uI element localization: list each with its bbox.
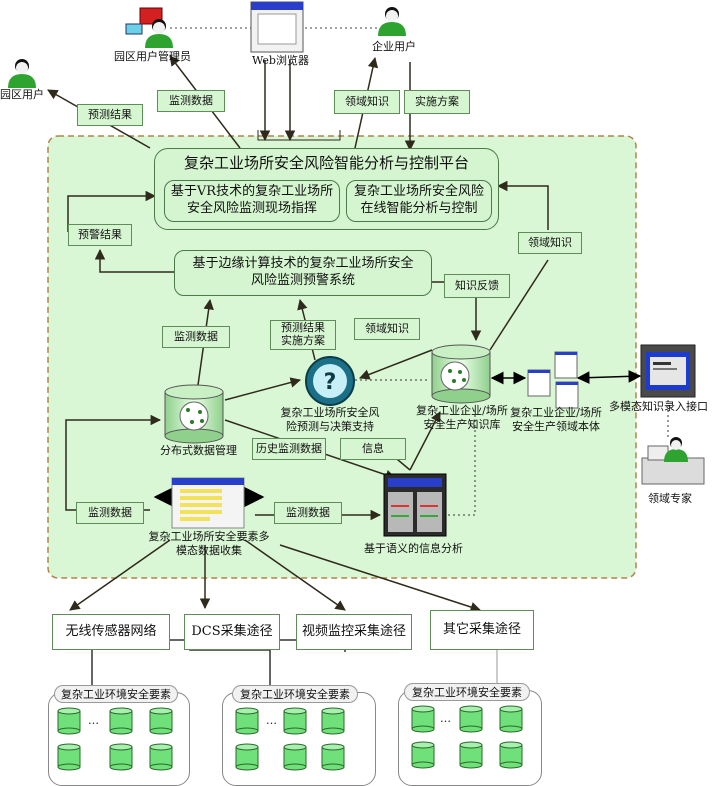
online-module: 复杂工业场所安全风险在线智能分析与控制 [346, 180, 492, 222]
channel-other: 其它采集途径 [430, 610, 534, 650]
server-rack-icon [383, 473, 447, 537]
web-browser-label: Web浏览器 [252, 54, 309, 67]
env-group-1-title: 复杂工业环境安全要素 [54, 685, 178, 703]
database-cylinder-icon [499, 705, 523, 733]
svg-text:?: ? [324, 370, 337, 395]
database-cylinder-icon [283, 707, 307, 735]
database-cylinder-icon [321, 707, 345, 735]
domain-expert-avatar-icon [662, 436, 690, 462]
label-history-monitor: 历史监测数据 [252, 438, 326, 460]
label-info: 信息 [340, 438, 406, 460]
distributed-db-label: 分布式数据管理 [160, 444, 237, 457]
park-admin-label: 园区用户管理员 [114, 50, 191, 63]
edge-warning-system: 基于边缘计算技术的复杂工业场所安全风险监测预警系统 [174, 250, 432, 296]
label-domain-knowledge-mid: 领域知识 [354, 318, 420, 340]
park-user-label: 园区用户 [0, 88, 44, 101]
browser-window-icon [250, 1, 304, 53]
domain-expert-label: 领域专家 [648, 492, 692, 505]
question-icon: ? [305, 356, 355, 406]
label-monitor-data-top: 监测数据 [157, 90, 225, 112]
database-cylinder-icon [235, 743, 259, 771]
label-predict-plan: 预测结果 实施方案 [270, 320, 336, 350]
database-cylinder-icon [459, 741, 483, 769]
database-cylinder-icon [283, 743, 307, 771]
park-user-avatar-icon [6, 58, 38, 88]
label-monitor-data-left: 监测数据 [76, 502, 144, 524]
env-ellipsis-3: … [440, 712, 451, 725]
ontology-documents-icon [527, 351, 579, 409]
env-ellipsis-2: … [266, 714, 277, 727]
database-cylinder-icon [235, 707, 259, 735]
database-cylinder-icon [57, 707, 81, 735]
document-window-icon [171, 477, 245, 529]
database-cylinder-icon [459, 705, 483, 733]
database-cylinder-icon [57, 743, 81, 771]
label-monitor-data-right: 监测数据 [274, 502, 342, 524]
multimodal-collect-label: 复杂工业场所安全要素多模态数据收集 [148, 530, 270, 557]
channel-wireless: 无线传感器网络 [52, 614, 170, 650]
kiosk-screen-icon [640, 344, 696, 398]
enterprise-user-label: 企业用户 [372, 40, 416, 53]
label-knowledge-feedback: 知识反馈 [444, 274, 510, 298]
label-implementation-plan: 实施方案 [404, 90, 470, 114]
label-predict-result: 预测结果 [77, 104, 143, 126]
knowledge-base-icon [431, 344, 491, 404]
env-group-3-title: 复杂工业环境安全要素 [404, 683, 530, 701]
database-cylinder-icon [411, 741, 435, 769]
label-domain-knowledge-right: 领域知识 [518, 232, 582, 254]
database-cylinder-icon [109, 707, 133, 735]
ontology-label: 复杂工业企业/场所安全生产领域本体 [510, 406, 602, 433]
database-cylinder-icon [109, 743, 133, 771]
vr-module: 基于VR技术的复杂工业场所安全风险监测现场指挥 [164, 180, 340, 222]
platform-region [47, 135, 637, 579]
database-cylinder-icon [321, 743, 345, 771]
database-cylinder-icon [411, 705, 435, 733]
channel-video: 视频监控采集途径 [296, 614, 412, 650]
distributed-db-icon [164, 384, 224, 444]
database-cylinder-icon [499, 741, 523, 769]
enterprise-user-avatar-icon [376, 6, 408, 36]
decision-support-label: 复杂工业场所安全风险预测与决策支持 [280, 406, 380, 433]
semantic-analysis-label: 基于语义的信息分析 [364, 542, 463, 555]
park-admin-avatar-icon [143, 18, 175, 48]
multimodal-interface-label: 多模态知识录入接口 [609, 400, 708, 413]
expert-desk-icon [641, 445, 705, 485]
channel-dcs: DCS采集途径 [184, 614, 280, 650]
knowledge-base-label: 复杂工业企业/场所安全生产知识库 [416, 404, 508, 431]
env-group-2-title: 复杂工业环境安全要素 [232, 685, 358, 703]
platform-title: 复杂工业场所安全风险智能分析与控制平台 [183, 154, 469, 172]
label-domain-knowledge-top: 领域知识 [334, 90, 400, 114]
env-ellipsis-1: … [88, 714, 99, 727]
database-cylinder-icon [149, 707, 173, 735]
label-warning-result: 预警结果 [68, 224, 132, 246]
database-cylinder-icon [149, 743, 173, 771]
label-monitor-data-mid: 监测数据 [162, 326, 230, 348]
